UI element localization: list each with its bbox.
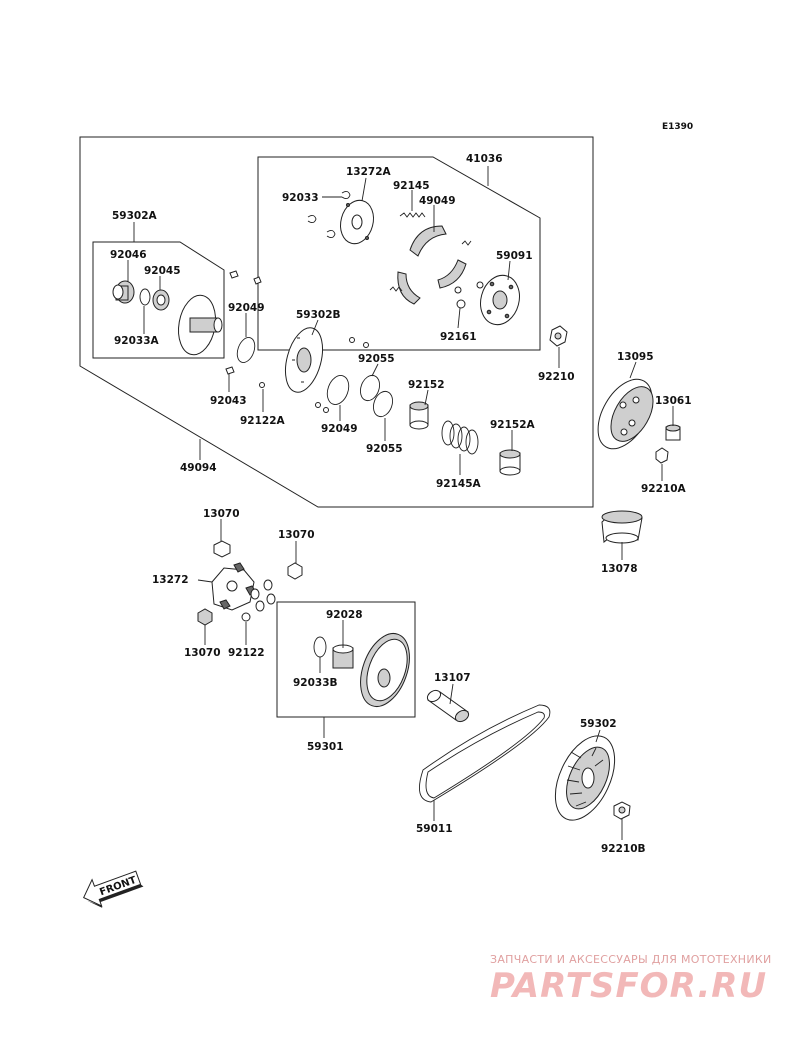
label-13272A: 13272A (346, 166, 392, 178)
part-13070-a (213, 540, 231, 558)
label-59091: 59091 (496, 250, 533, 262)
label-92033B: 92033B (293, 677, 338, 689)
part-92033A-ring (139, 288, 151, 306)
label-92055-b: 92055 (366, 443, 403, 455)
label-13107: 13107 (434, 672, 471, 684)
part-13107-sleeve (426, 689, 470, 723)
part-fixed-sheave (178, 294, 223, 356)
label-59302: 59302 (580, 718, 617, 730)
label-92210A: 92210A (641, 483, 687, 495)
label-92122A: 92122A (240, 415, 286, 427)
label-13061: 13061 (655, 395, 692, 407)
label-92161: 92161 (440, 331, 477, 343)
assembly-box-59302A (92, 241, 225, 359)
label-92145A: 92145A (436, 478, 482, 490)
part-92210B-nut (613, 801, 631, 820)
leader-lines (127, 166, 674, 840)
label-92049-a: 92049 (228, 302, 265, 314)
label-49049: 49049 (419, 195, 456, 207)
assembly-box-41036 (257, 156, 541, 351)
part-59302-drive-face (554, 735, 616, 821)
part-92152A-collar (499, 449, 521, 476)
label-13078: 13078 (601, 563, 638, 575)
label-49094: 49094 (180, 462, 217, 474)
part-13070-b (287, 562, 303, 580)
part-92033B-ring (313, 636, 327, 658)
part-92045-bearing (152, 289, 170, 311)
label-92046: 92046 (110, 249, 147, 261)
part-13070-c (197, 608, 213, 626)
label-92145: 92145 (393, 180, 430, 192)
part-13272-ramp-plate (211, 562, 257, 611)
assembly-box-49094 (79, 136, 594, 508)
watermark-logo: PARTSFOR.RU (490, 966, 767, 1006)
part-92152-collar (409, 401, 429, 430)
label-59302B: 59302B (296, 309, 341, 321)
label-92033A: 92033A (114, 335, 160, 347)
label-92210: 92210 (538, 371, 575, 383)
part-92145-spring (399, 212, 426, 218)
label-13070-b: 13070 (278, 529, 315, 541)
label-92043: 92043 (210, 395, 247, 407)
assembly-box-59301 (276, 601, 416, 718)
label-13272: 13272 (152, 574, 189, 586)
part-92122-slider (241, 612, 251, 622)
label-59301: 59301 (307, 741, 344, 753)
part-92033-clips (307, 190, 351, 239)
part-rollers (250, 579, 276, 612)
diagram-code: E1390 (662, 122, 693, 132)
part-59091-clutch-plate (480, 274, 520, 326)
label-92152A: 92152A (490, 419, 536, 431)
part-92210A-nut (655, 447, 669, 464)
label-92055-a: 92055 (358, 353, 395, 365)
part-92049-ring-b (326, 375, 350, 405)
part-13272A-plate (340, 199, 374, 245)
part-13078-sleeve (601, 510, 643, 544)
label-92045: 92045 (144, 265, 181, 277)
label-92028: 92028 (326, 609, 363, 621)
part-92049-ring-a (236, 337, 256, 363)
part-92055-ring-a (359, 374, 381, 402)
part-92161-nut (454, 281, 484, 309)
part-49049-shoes (389, 225, 472, 305)
label-13070-a: 13070 (203, 508, 240, 520)
label-13095: 13095 (617, 351, 654, 363)
part-59011-belt (418, 704, 551, 803)
part-pins (225, 270, 265, 388)
part-59302B-sheave (284, 327, 324, 393)
part-92028-bearing (332, 644, 354, 669)
part-13095-drum (597, 378, 654, 450)
part-pins-b (315, 337, 369, 413)
front-arrow: FRONT (83, 870, 144, 908)
part-labels: 41036 13272A 92033 92145 49049 59091 921… (110, 153, 692, 855)
label-92152: 92152 (408, 379, 445, 391)
label-59302A: 59302A (112, 210, 158, 222)
label-41036: 41036 (466, 153, 503, 165)
label-92210B: 92210B (601, 843, 646, 855)
label-92122: 92122 (228, 647, 265, 659)
part-92145A-spring (441, 420, 479, 455)
part-13061-collar (665, 424, 681, 441)
part-92055-ring-b (372, 390, 394, 418)
label-59011: 59011 (416, 823, 453, 835)
label-13070-c: 13070 (184, 647, 221, 659)
part-59301-sheave (360, 633, 410, 707)
label-92033: 92033 (282, 192, 319, 204)
part-92046-bearing (112, 280, 135, 304)
label-92049-b: 92049 (321, 423, 358, 435)
part-92210-nut (549, 325, 568, 347)
watermark-tagline: ЗАПЧАСТИ И АКСЕССУАРЫ ДЛЯ МОТОТЕХНИКИ (490, 953, 772, 966)
